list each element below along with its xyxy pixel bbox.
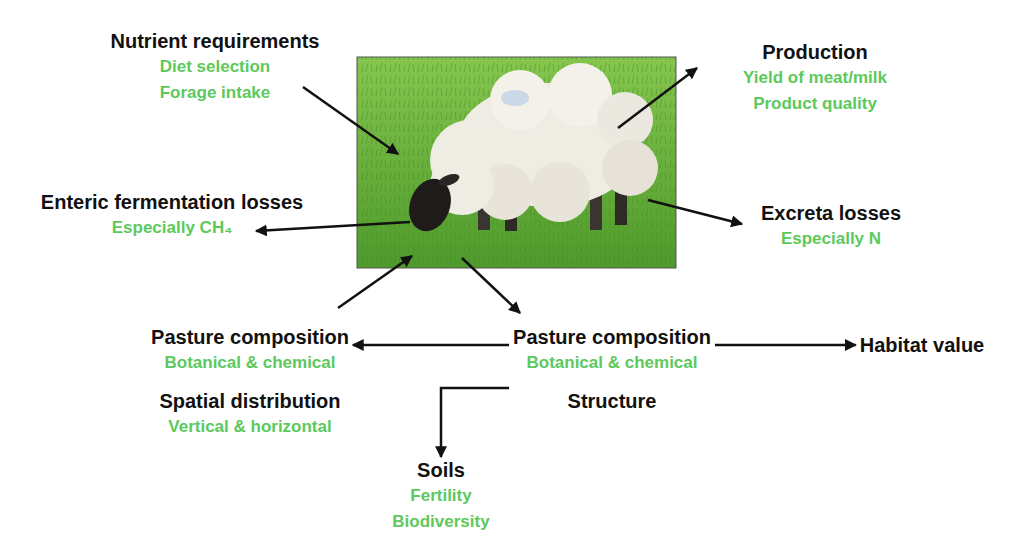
photo-arrows	[256, 68, 742, 313]
node-detail: Especially N	[761, 226, 901, 252]
node-heading: Pasture composition	[151, 324, 349, 350]
production-arrow	[618, 68, 697, 128]
node-heading: Structure	[513, 388, 711, 414]
node-heading: Excreta losses	[761, 200, 901, 226]
text-group: Excreta lossesEspecially N	[757, 200, 905, 252]
text-group: Habitat value	[856, 332, 988, 358]
connector-arrow	[353, 344, 509, 347]
node-detail: Diet selection	[111, 54, 320, 80]
connector-arrow	[715, 344, 856, 347]
excreta-arrow	[648, 200, 742, 224]
pasture-out-arrow	[462, 258, 520, 313]
node-detail: Product quality	[743, 91, 887, 117]
node-heading: Spatial distribution	[151, 388, 349, 414]
node-detail: Biodiversity	[392, 509, 489, 535]
text-group: Pasture compositionBotanical & chemicalS…	[509, 324, 715, 414]
node-detail: Botanical & chemical	[513, 350, 711, 376]
node-detail: Fertility	[392, 483, 489, 509]
node-heading: Production	[743, 39, 887, 65]
node-detail: Botanical & chemical	[151, 350, 349, 376]
text-group: SoilsFertilityBiodiversity	[388, 457, 493, 535]
node-heading: Enteric fermentation losses	[41, 189, 303, 215]
text-group: Pasture compositionBotanical & chemicalS…	[147, 324, 353, 440]
connector-arrow	[441, 388, 509, 457]
pasture-in-arrow	[338, 256, 412, 308]
node-heading: Pasture composition	[513, 324, 711, 350]
node-detail: Yield of meat/milk	[743, 65, 887, 91]
node-heading: Nutrient requirements	[111, 28, 320, 54]
node-heading: Habitat value	[860, 332, 984, 358]
methane-arrow	[256, 222, 410, 231]
node-detail: Vertical & horizontal	[151, 414, 349, 440]
sheep	[402, 63, 658, 237]
text-group: Enteric fermentation lossesEspecially CH…	[37, 189, 307, 241]
text-group: Nutrient requirementsDiet selectionForag…	[107, 28, 324, 106]
intake-arrow	[303, 87, 398, 154]
text-group: ProductionYield of meat/milkProduct qual…	[739, 39, 891, 117]
node-heading: Soils	[392, 457, 489, 483]
node-detail: Forage intake	[111, 80, 320, 106]
pasture-photo	[357, 57, 676, 268]
node-detail: Especially CH₄	[41, 215, 303, 241]
